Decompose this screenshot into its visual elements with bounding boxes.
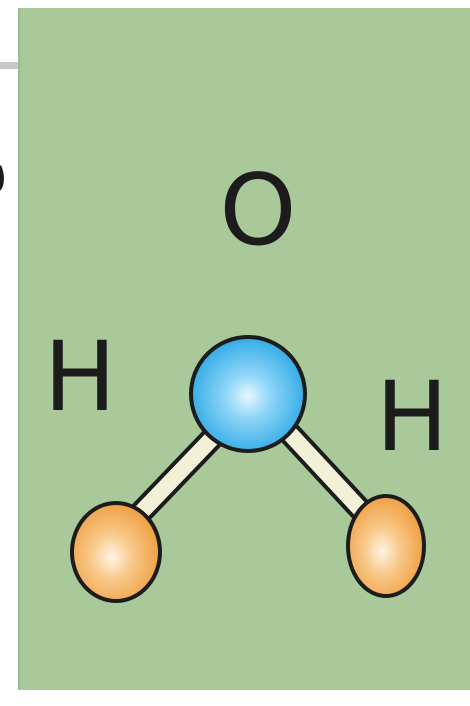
hydrogen-atom-left xyxy=(70,501,162,603)
hydrogen-label-left: H xyxy=(44,321,116,433)
hydrogen-label-right: H xyxy=(376,361,448,473)
bond-right xyxy=(268,411,384,534)
molecule-figure: O H H xyxy=(44,154,448,603)
cropped-glyph: υ xyxy=(0,150,6,202)
left-page-strip: υ в xyxy=(0,0,24,706)
water-molecule-diagram: O H H xyxy=(18,8,470,690)
bond-left xyxy=(116,416,234,538)
oxygen-atom xyxy=(189,335,307,453)
hydrogen-atom-right xyxy=(346,494,426,598)
oxygen-label: O xyxy=(219,154,296,268)
cropped-glyph: в xyxy=(0,532,2,584)
page-rule xyxy=(0,62,24,69)
